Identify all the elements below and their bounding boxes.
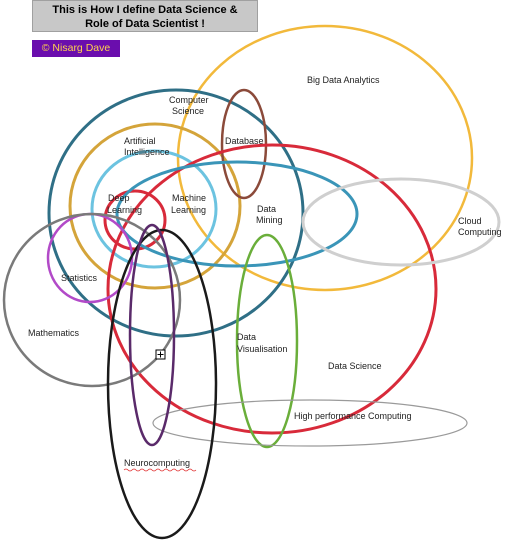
- data-visualisation-ellipse: [235, 233, 299, 449]
- artificial-intelligence-circle: [68, 122, 242, 290]
- label-data-visualisation-2: Visualisation: [237, 344, 287, 354]
- label-big-data-analytics: Big Data Analytics: [307, 75, 380, 85]
- label-computer-science-1: Computer: [169, 95, 209, 105]
- title-banner: This is How I define Data Science & Role…: [32, 0, 258, 32]
- data-science-ellipse: [106, 143, 438, 435]
- label-mathematics: Mathematics: [28, 328, 80, 338]
- label-high-performance-computing: High performance Computing: [294, 411, 412, 421]
- label-database: Database: [225, 136, 264, 146]
- neurocomputing-inner-ellipse: [128, 223, 176, 447]
- label-artificial-intelligence-2: Intelligence: [124, 147, 170, 157]
- label-statistics: Statistics: [61, 273, 98, 283]
- label-data-visualisation-1: Data: [237, 332, 256, 342]
- label-cloud-computing-1: Cloud: [458, 216, 482, 226]
- high-performance-computing-ellipse: [152, 399, 468, 447]
- computer-science-circle: [47, 88, 305, 338]
- neurocomputing-ellipse: [106, 228, 218, 540]
- label-deep-learning-2: Learning: [107, 205, 142, 215]
- expand-cross-icon[interactable]: [155, 349, 166, 360]
- label-machine-learning-1: Machine: [172, 193, 206, 203]
- cloud-computing-ellipse: [301, 177, 501, 267]
- label-data-science: Data Science: [328, 361, 382, 371]
- data-mining-ellipse: [115, 160, 359, 268]
- machine-learning-circle: [90, 149, 218, 269]
- label-deep-learning-1: Deep: [108, 193, 130, 203]
- title-line-2: Role of Data Scientist !: [85, 18, 205, 30]
- copyright-badge: © Nisarg Dave: [32, 40, 120, 57]
- label-neurocomputing: Neurocomputing: [124, 458, 190, 468]
- spellcheck-underline: [123, 468, 197, 472]
- mathematics-circle: [2, 212, 182, 388]
- label-machine-learning-2: Learning: [171, 205, 206, 215]
- big-data-analytics-ellipse: [176, 24, 474, 292]
- label-cloud-computing-2: Computing: [458, 227, 502, 237]
- label-data-mining-1: Data: [257, 204, 276, 214]
- title-line-1: This is How I define Data Science &: [52, 4, 238, 16]
- label-computer-science-2: Science: [172, 106, 204, 116]
- label-data-mining-2: Mining: [256, 215, 283, 225]
- label-artificial-intelligence-1: Artificial: [124, 136, 156, 146]
